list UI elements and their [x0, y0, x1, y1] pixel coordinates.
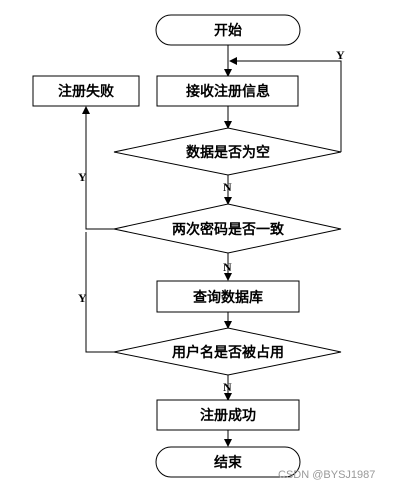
password-check-label: 两次密码是否一致: [172, 221, 285, 238]
yes-label-empty: Y: [336, 48, 345, 62]
connectors: [82, 45, 342, 447]
end-terminal: 结束: [155, 446, 301, 478]
query-db-label: 查询数据库: [193, 289, 263, 306]
password-check-decision: 两次密码是否一致: [113, 203, 342, 254]
yes-label-password: Y: [78, 170, 87, 184]
query-db-box: 查询数据库: [156, 280, 300, 313]
empty-check-decision: 数据是否为空: [113, 127, 342, 176]
watermark: CSDN @BYSJ1987: [278, 469, 375, 481]
no-label-password: N: [223, 260, 232, 274]
start-label: 开始: [214, 22, 242, 39]
register-success-box: 注册成功: [156, 399, 300, 431]
receive-info-box: 接收注册信息: [156, 75, 299, 107]
register-fail-box: 注册失败: [32, 75, 140, 107]
register-fail-label: 注册失败: [58, 83, 115, 100]
start-terminal: 开始: [155, 14, 301, 46]
register-success-label: 注册成功: [200, 407, 256, 424]
arrow-pwd-yes-to-fail: [82, 106, 114, 230]
end-label: 结束: [214, 454, 243, 471]
empty-check-label: 数据是否为空: [186, 144, 270, 161]
yes-label-username: Y: [78, 291, 87, 305]
arrow-empty-yes-loop: [229, 57, 342, 152]
no-label-username: N: [223, 380, 232, 394]
receive-info-label: 接收注册信息: [186, 83, 270, 100]
username-check-decision: 用户名是否被占用: [113, 327, 342, 376]
arrow-user-yes-to-fail: [85, 232, 114, 353]
username-check-label: 用户名是否被占用: [172, 344, 284, 361]
no-label-empty: N: [223, 180, 232, 194]
